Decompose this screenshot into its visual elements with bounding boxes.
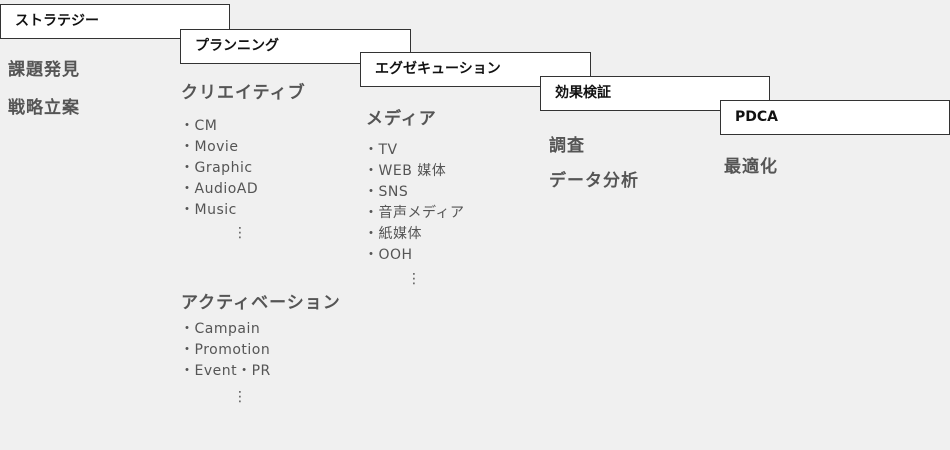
list-item: Music — [180, 200, 258, 221]
creative-list: CM Movie Graphic AudioAD Music — [180, 116, 258, 221]
list-item: TV — [364, 140, 465, 161]
list-item: Campain — [180, 319, 271, 340]
list-item: Graphic — [180, 158, 258, 179]
media-list: TV WEB 媒体 SNS 音声メディア 紙媒体 OOH — [364, 140, 465, 266]
stage-box-strategy: ストラテジー — [0, 4, 230, 39]
pdca-item-optimization: 最適化 — [724, 157, 778, 177]
list-item: Movie — [180, 137, 258, 158]
stage-box-pdca: PDCA — [720, 100, 950, 135]
verification-item-survey: 調査 — [549, 136, 585, 156]
verification-item-data-analysis: データ分析 — [549, 171, 639, 191]
activation-heading: アクティベーション — [181, 293, 341, 313]
strategy-item-issue-discovery: 課題発見 — [8, 60, 80, 80]
list-item: OOH — [364, 245, 465, 266]
activation-list: Campain Promotion Event・PR — [180, 319, 271, 382]
activation-more-ellipsis: ⋮ — [233, 389, 247, 405]
list-item: SNS — [364, 182, 465, 203]
list-item: WEB 媒体 — [364, 161, 465, 182]
creative-more-ellipsis: ⋮ — [233, 225, 247, 241]
list-item: 音声メディア — [364, 203, 465, 224]
list-item: 紙媒体 — [364, 224, 465, 245]
list-item: CM — [180, 116, 258, 137]
creative-heading: クリエイティブ — [181, 83, 306, 103]
list-item: AudioAD — [180, 179, 258, 200]
media-more-ellipsis: ⋮ — [407, 271, 421, 287]
list-item: Promotion — [180, 340, 271, 361]
list-item: Event・PR — [180, 361, 271, 382]
strategy-item-planning: 戦略立案 — [8, 98, 80, 118]
media-heading: メディア — [366, 109, 437, 129]
